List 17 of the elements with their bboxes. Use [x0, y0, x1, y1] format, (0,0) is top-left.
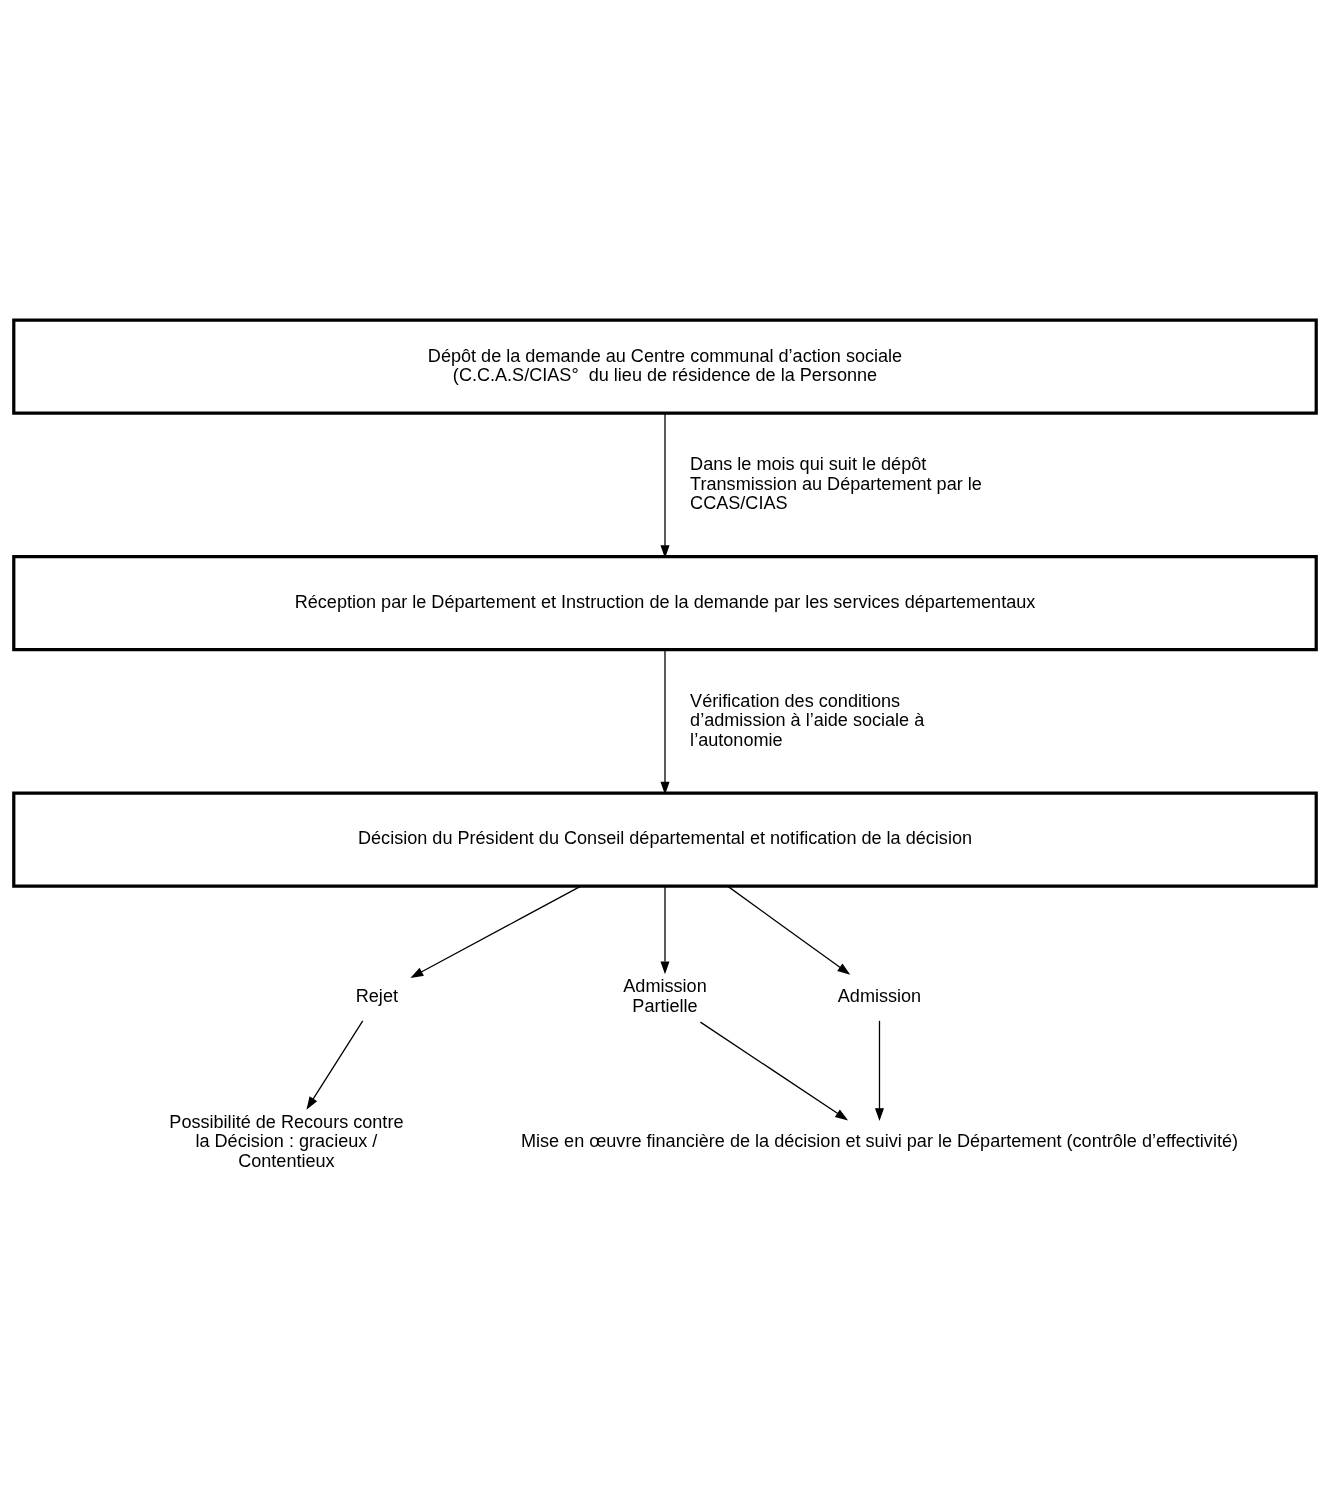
arrow [874, 1020, 884, 1122]
node-text: Admission [837, 986, 922, 1007]
arrow [410, 885, 582, 978]
arrow [726, 885, 851, 975]
node-box: Dépôt de la demande au Centre communal d’action sociale (C.C.A.S/CIAS° du lieu de résidence de la Personne [12, 318, 1318, 415]
node-box: Réception par le Département et Instruction de la demande par les services départementaux [12, 555, 1318, 652]
edge-label: Dans le mois qui suit le dépôt Transmission au Département par le CCAS/CIAS [690, 454, 982, 514]
arrow [306, 1020, 364, 1110]
edge-label: Vérification des conditions d’admission à l’aide sociale à l’autonomie [690, 690, 925, 750]
node-text: Mise en œuvre financière de la décision et suivi par le Département (contrôle d’effectivité) [520, 1131, 1239, 1152]
node-text: Possibilité de Recours contre la Décision : gracieux / Contentieux [169, 1111, 404, 1171]
node-text: Rejet [355, 986, 398, 1007]
node-text: Admission Partielle [623, 976, 707, 1016]
arrow [660, 885, 670, 975]
arrow [699, 1021, 849, 1121]
node-box: Décision du Président du Conseil départemental et notification de la décision [12, 791, 1318, 888]
arrow [660, 649, 670, 795]
